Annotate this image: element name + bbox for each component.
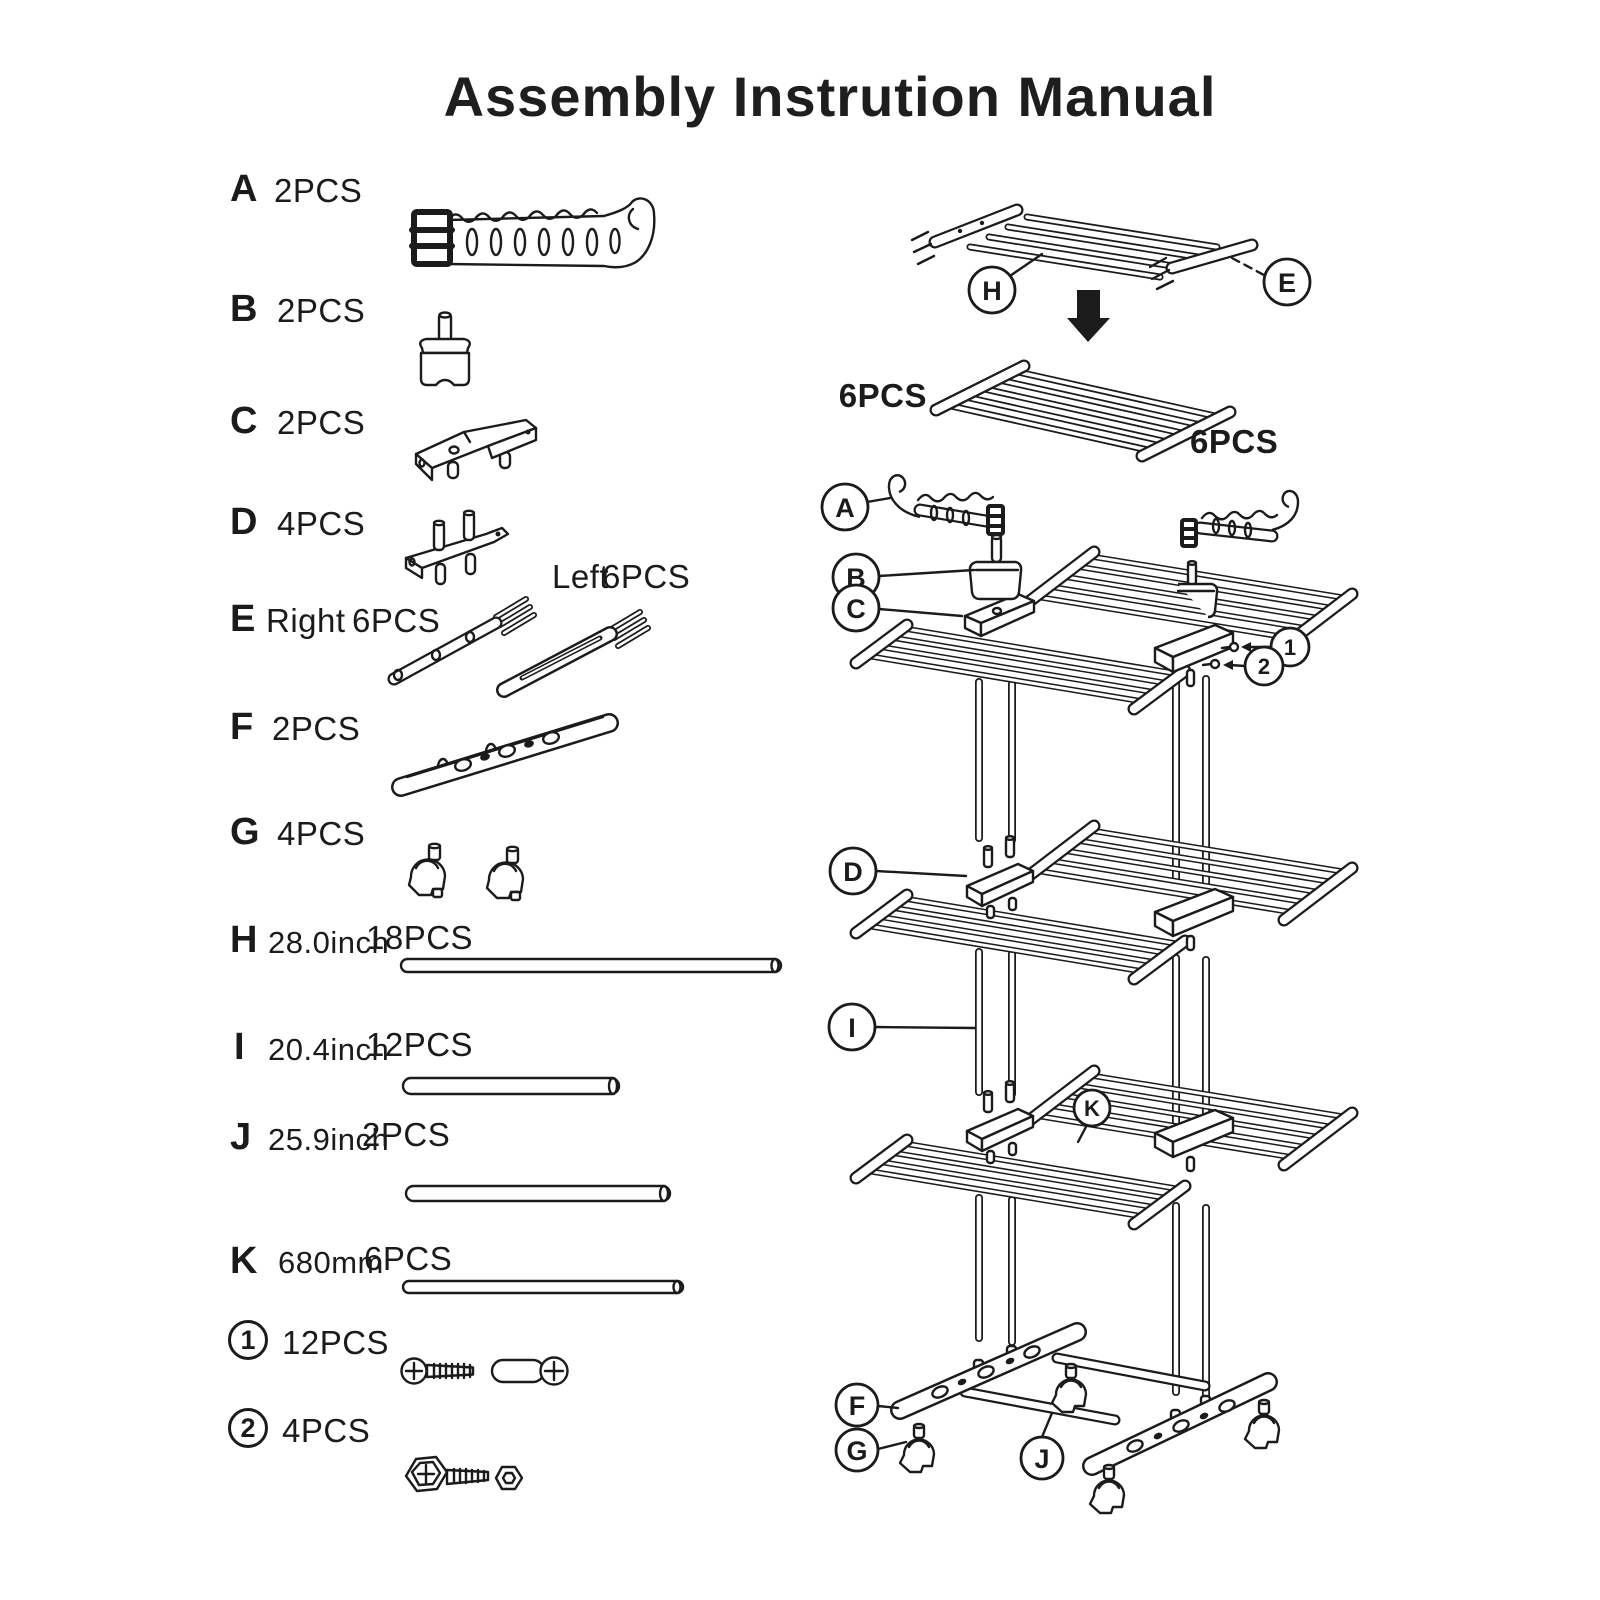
- part-f-letter: F: [230, 706, 254, 748]
- part-i-qty: 12PCS: [366, 1026, 474, 1063]
- part-e-right-label: Right: [266, 602, 346, 639]
- part-c-letter: C: [230, 400, 258, 442]
- base-frame: [890, 1322, 1281, 1515]
- part-screw2-num: 2: [240, 1412, 256, 1443]
- part-d-letter: D: [230, 501, 258, 543]
- part-c-qty: 2PCS: [277, 404, 366, 441]
- shelf-qty-left: 6PCS: [839, 377, 927, 414]
- part-screw1-num: 1: [240, 1324, 256, 1355]
- callout-F: F: [849, 1391, 866, 1421]
- down-arrow-icon: [1067, 290, 1110, 342]
- part-a-drawing: [409, 197, 656, 269]
- page-title: Assembly Instrution Manual: [443, 65, 1217, 128]
- callout-A: A: [835, 493, 855, 523]
- part-g-letter: G: [230, 811, 260, 853]
- part-d-drawing: [404, 509, 510, 586]
- part-a-qty: 2PCS: [274, 172, 363, 209]
- caster-icon: [1243, 1398, 1281, 1450]
- part-k-letter: K: [230, 1240, 258, 1282]
- part-e-right-qty: 6PCS: [352, 602, 441, 639]
- part-b-drawing: [419, 311, 471, 387]
- part-a-left-exploded: [887, 474, 1005, 536]
- part-screw2-qty: 4PCS: [282, 1412, 371, 1449]
- shelf-qty-right: 6PCS: [1190, 423, 1278, 460]
- callout-C: C: [846, 594, 866, 624]
- part-h-size: 28.0inch: [268, 925, 390, 960]
- part-b-right-exploded: [1176, 560, 1219, 619]
- part-g-qty: 4PCS: [277, 815, 366, 852]
- part-d-bracket: [965, 835, 1035, 920]
- part-k-size: 680mm: [278, 1245, 384, 1280]
- part-k-drawing: [401, 1279, 685, 1295]
- part-d-bracket-tier3: [965, 1080, 1035, 1165]
- callout-G: G: [846, 1436, 867, 1466]
- callout-screw2: 2: [1258, 654, 1270, 679]
- part-d-qty: 4PCS: [277, 505, 366, 542]
- tier-2: [849, 819, 1359, 986]
- part-a-right-exploded: [1180, 489, 1300, 548]
- part-h-drawing: [399, 957, 783, 974]
- part-g-drawing: [407, 842, 525, 902]
- part-k-qty: 6PCS: [364, 1240, 453, 1277]
- part-b-letter: B: [230, 288, 258, 330]
- poles: [975, 673, 1210, 1402]
- assembly-diagram: 6PCS 6PCS: [820, 203, 1359, 1515]
- callout-K: K: [1084, 1096, 1100, 1121]
- part-a-letter: A: [230, 168, 258, 210]
- part-e-letter: E: [230, 598, 256, 640]
- part-i-letter: I: [234, 1026, 245, 1068]
- part-j-drawing: [404, 1184, 672, 1203]
- part-h-letter: H: [230, 919, 258, 961]
- tier-3: [849, 1064, 1359, 1231]
- callouts: H E A B C 1 2 D I: [820, 252, 1312, 1481]
- tier-1: [849, 474, 1359, 716]
- caster-icon: [1088, 1463, 1126, 1515]
- part-e-right-drawing: [387, 596, 537, 686]
- part-i-drawing: [401, 1076, 621, 1096]
- caster-icon: [1050, 1362, 1088, 1414]
- part-screw2-badge: 2: [228, 1408, 268, 1448]
- callout-J: J: [1034, 1444, 1049, 1474]
- callout-screw1: 1: [1284, 635, 1296, 660]
- callout-H: H: [982, 276, 1002, 306]
- part-b-left-exploded: [968, 533, 1023, 601]
- part-j-size: 25.9inch: [268, 1122, 390, 1157]
- part-f-qty: 2PCS: [272, 710, 361, 747]
- caster-icon: [898, 1422, 936, 1474]
- part-b-qty: 2PCS: [277, 292, 366, 329]
- part-h-qty: 18PCS: [366, 919, 474, 956]
- part-f-drawing: [391, 713, 619, 797]
- part-j-letter: J: [230, 1116, 252, 1158]
- part-c-drawing: [414, 418, 538, 482]
- part-e-left-qty: 6PCS: [602, 558, 691, 595]
- part-screw1-badge: 1: [228, 1320, 268, 1360]
- callout-I: I: [848, 1013, 856, 1043]
- part-screw2-drawing: [404, 1455, 524, 1493]
- subassembly-result: [929, 359, 1237, 463]
- part-screw1-qty: 12PCS: [282, 1324, 390, 1361]
- part-i-size: 20.4inch: [268, 1032, 390, 1067]
- callout-E: E: [1278, 268, 1296, 298]
- part-e-left-drawing: [496, 609, 651, 698]
- subassembly-exploded: [910, 203, 1259, 291]
- part-screw1-drawing: [400, 1356, 569, 1386]
- part-j-qty: 2PCS: [362, 1116, 451, 1153]
- part-e-left-label: Left: [552, 558, 610, 595]
- callout-D: D: [843, 857, 863, 887]
